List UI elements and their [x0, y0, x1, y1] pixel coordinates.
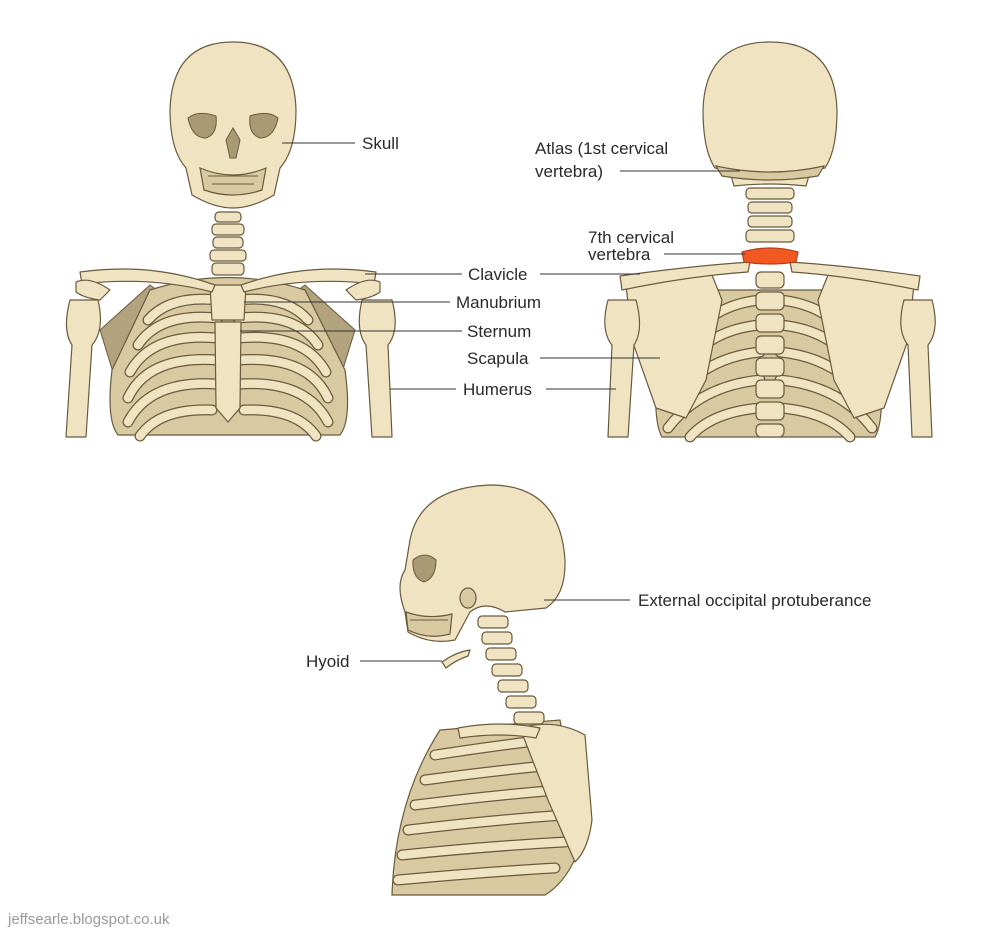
- label-humerus: Humerus: [463, 380, 532, 399]
- side-view: [391, 484, 593, 896]
- side-clavicle: [457, 723, 541, 739]
- front-sternum-body: [214, 321, 242, 423]
- front-skull: [169, 41, 297, 209]
- back-humerus-left: [604, 299, 641, 438]
- leader-lines: [240, 142, 745, 662]
- label-c7-line2: vertebra: [588, 245, 651, 264]
- front-manubrium: [209, 284, 247, 321]
- label-clavicle: Clavicle: [468, 265, 528, 284]
- side-hyoid: [441, 649, 471, 669]
- front-humerus-left: [65, 299, 102, 438]
- label-manubrium: Manubrium: [456, 293, 541, 312]
- front-clavicle-right: [240, 268, 377, 293]
- front-cervical-spine: [209, 211, 247, 276]
- back-cervical-spine: [729, 168, 811, 265]
- label-c7-line1: 7th cervical: [588, 228, 674, 247]
- side-cervical-spine: [477, 615, 545, 725]
- back-skull: [702, 41, 838, 175]
- front-clavicle-left: [79, 268, 216, 293]
- label-sternum: Sternum: [467, 322, 531, 341]
- label-scapula: Scapula: [467, 349, 529, 368]
- side-skull: [399, 484, 566, 642]
- label-atlas-line1: Atlas (1st cervical: [535, 139, 668, 158]
- back-thoracic-spine: [755, 271, 785, 438]
- front-humerus-right: [358, 299, 396, 438]
- back-view: [604, 41, 936, 443]
- front-view: [65, 41, 396, 442]
- back-scapula-right: [817, 274, 915, 419]
- front-acromion-right: [345, 279, 381, 301]
- side-ribs: [392, 734, 571, 886]
- back-scapula-left: [625, 274, 723, 419]
- label-hyoid: Hyoid: [306, 652, 349, 671]
- credit-text: jeffsearle.blogspot.co.uk: [7, 911, 170, 928]
- back-skull-base: [714, 165, 826, 181]
- front-acromion-left: [75, 279, 111, 301]
- back-clavicle-left: [619, 261, 751, 291]
- label-atlas-line2: vertebra): [535, 162, 603, 181]
- back-c7-vertebra: [741, 247, 799, 265]
- side-scapula: [519, 723, 593, 863]
- front-ribs: [122, 293, 334, 442]
- labels: Skull Atlas (1st cervical vertebra) 7th …: [306, 134, 871, 671]
- label-skull: Skull: [362, 134, 399, 153]
- back-clavicle-right: [789, 261, 921, 291]
- back-humerus-right: [900, 299, 936, 438]
- label-occipital: External occipital protuberance: [638, 591, 871, 610]
